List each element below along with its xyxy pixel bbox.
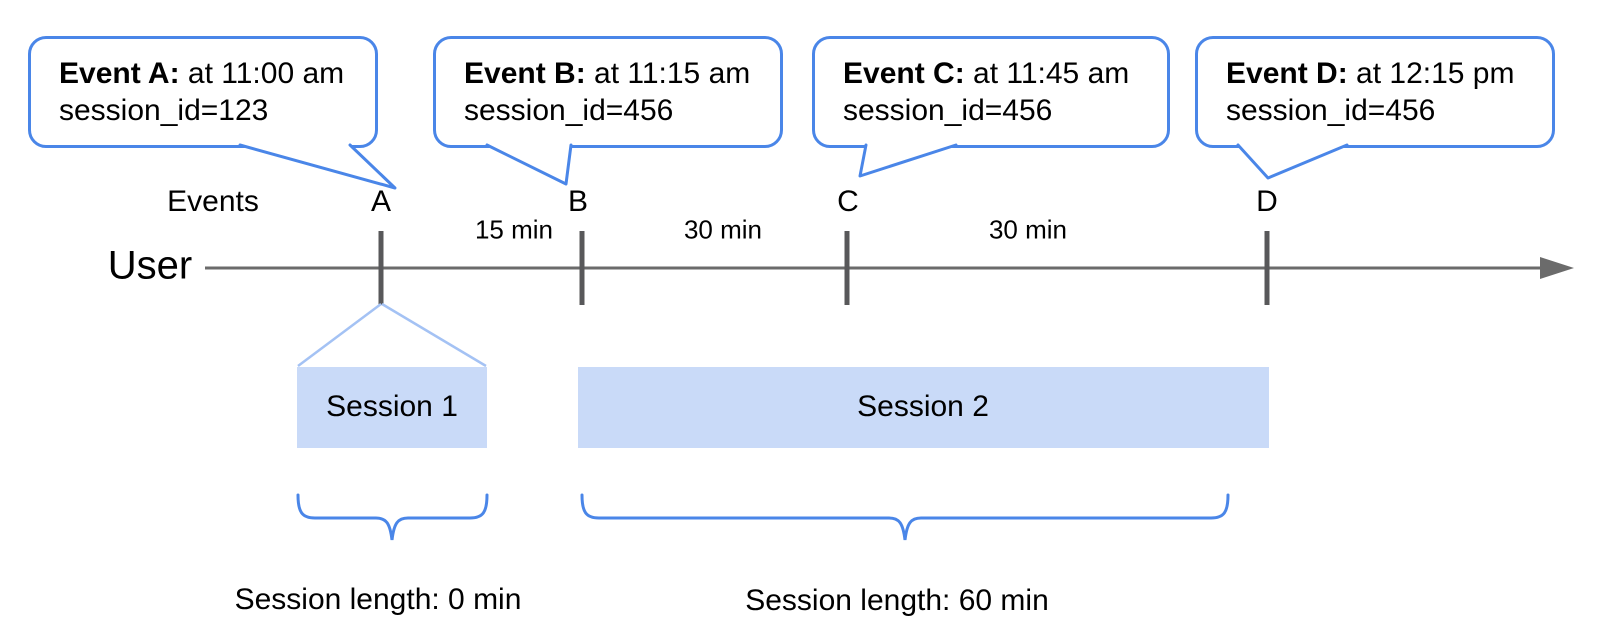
session-2-length-label: Session length: 60 min bbox=[745, 584, 1049, 617]
callout-d-tail-icon bbox=[1236, 143, 1349, 180]
interval-b-c-label: 30 min bbox=[683, 214, 763, 245]
session-1-brace-icon bbox=[296, 493, 489, 541]
callout-c-event-label: Event C: bbox=[843, 57, 965, 90]
callout-d-event-label: Event D: bbox=[1226, 57, 1348, 90]
events-row-label: Events bbox=[167, 185, 259, 218]
callout-a-tail-icon bbox=[238, 143, 397, 190]
interval-c-d-label: 30 min bbox=[988, 214, 1068, 245]
callout-c-time-text: at 11:45 am bbox=[973, 57, 1130, 90]
callout-a-event-label: Event A: bbox=[59, 57, 180, 90]
callout-event-b: Event B: at 11:15 am session_id=456 bbox=[433, 36, 783, 148]
session-2-brace-icon bbox=[580, 493, 1230, 541]
marker-b-label: B bbox=[567, 185, 589, 218]
session-1-length-label: Session length: 0 min bbox=[234, 583, 522, 616]
marker-d-label: D bbox=[1256, 185, 1278, 218]
callout-a-line1: Event A: at 11:00 am bbox=[59, 55, 375, 92]
marker-a-label: A bbox=[370, 185, 392, 218]
callout-a-time-text: at 11:00 am bbox=[187, 57, 345, 90]
session-2-label: Session 2 bbox=[857, 390, 989, 423]
callout-d-time-text: at 12:15 pm bbox=[1356, 57, 1515, 90]
callout-d-session-text: session_id=456 bbox=[1226, 94, 1436, 127]
user-axis-label: User bbox=[107, 243, 193, 288]
funnel-line-right bbox=[381, 302, 487, 368]
callout-event-d: Event D: at 12:15 pm session_id=456 bbox=[1195, 36, 1555, 148]
funnel-line-left bbox=[297, 302, 382, 368]
session-2-bar bbox=[578, 367, 1269, 448]
session-1-label: Session 1 bbox=[326, 390, 458, 423]
session-1-bar bbox=[297, 367, 487, 448]
callout-d-line1: Event D: at 12:15 pm bbox=[1226, 55, 1552, 92]
marker-c-label: C bbox=[837, 185, 859, 218]
callout-b-tail-icon bbox=[485, 143, 573, 186]
callout-b-session-text: session_id=456 bbox=[464, 94, 674, 127]
callout-b-event-label: Event B: bbox=[464, 57, 586, 90]
callout-event-a: Event A: at 11:00 am session_id=123 bbox=[28, 36, 378, 148]
callout-c-tail-icon bbox=[858, 143, 958, 178]
timeline-arrowhead-icon bbox=[1540, 257, 1574, 279]
callout-a-session-text: session_id=123 bbox=[59, 94, 269, 127]
callout-event-c: Event C: at 11:45 am session_id=456 bbox=[812, 36, 1170, 148]
callout-c-session-text: session_id=456 bbox=[843, 94, 1053, 127]
callout-c-line1: Event C: at 11:45 am bbox=[843, 55, 1167, 92]
callout-b-line1: Event B: at 11:15 am bbox=[464, 55, 780, 92]
callout-b-time-text: at 11:15 am bbox=[594, 57, 751, 90]
interval-a-b-label: 15 min bbox=[474, 214, 554, 245]
